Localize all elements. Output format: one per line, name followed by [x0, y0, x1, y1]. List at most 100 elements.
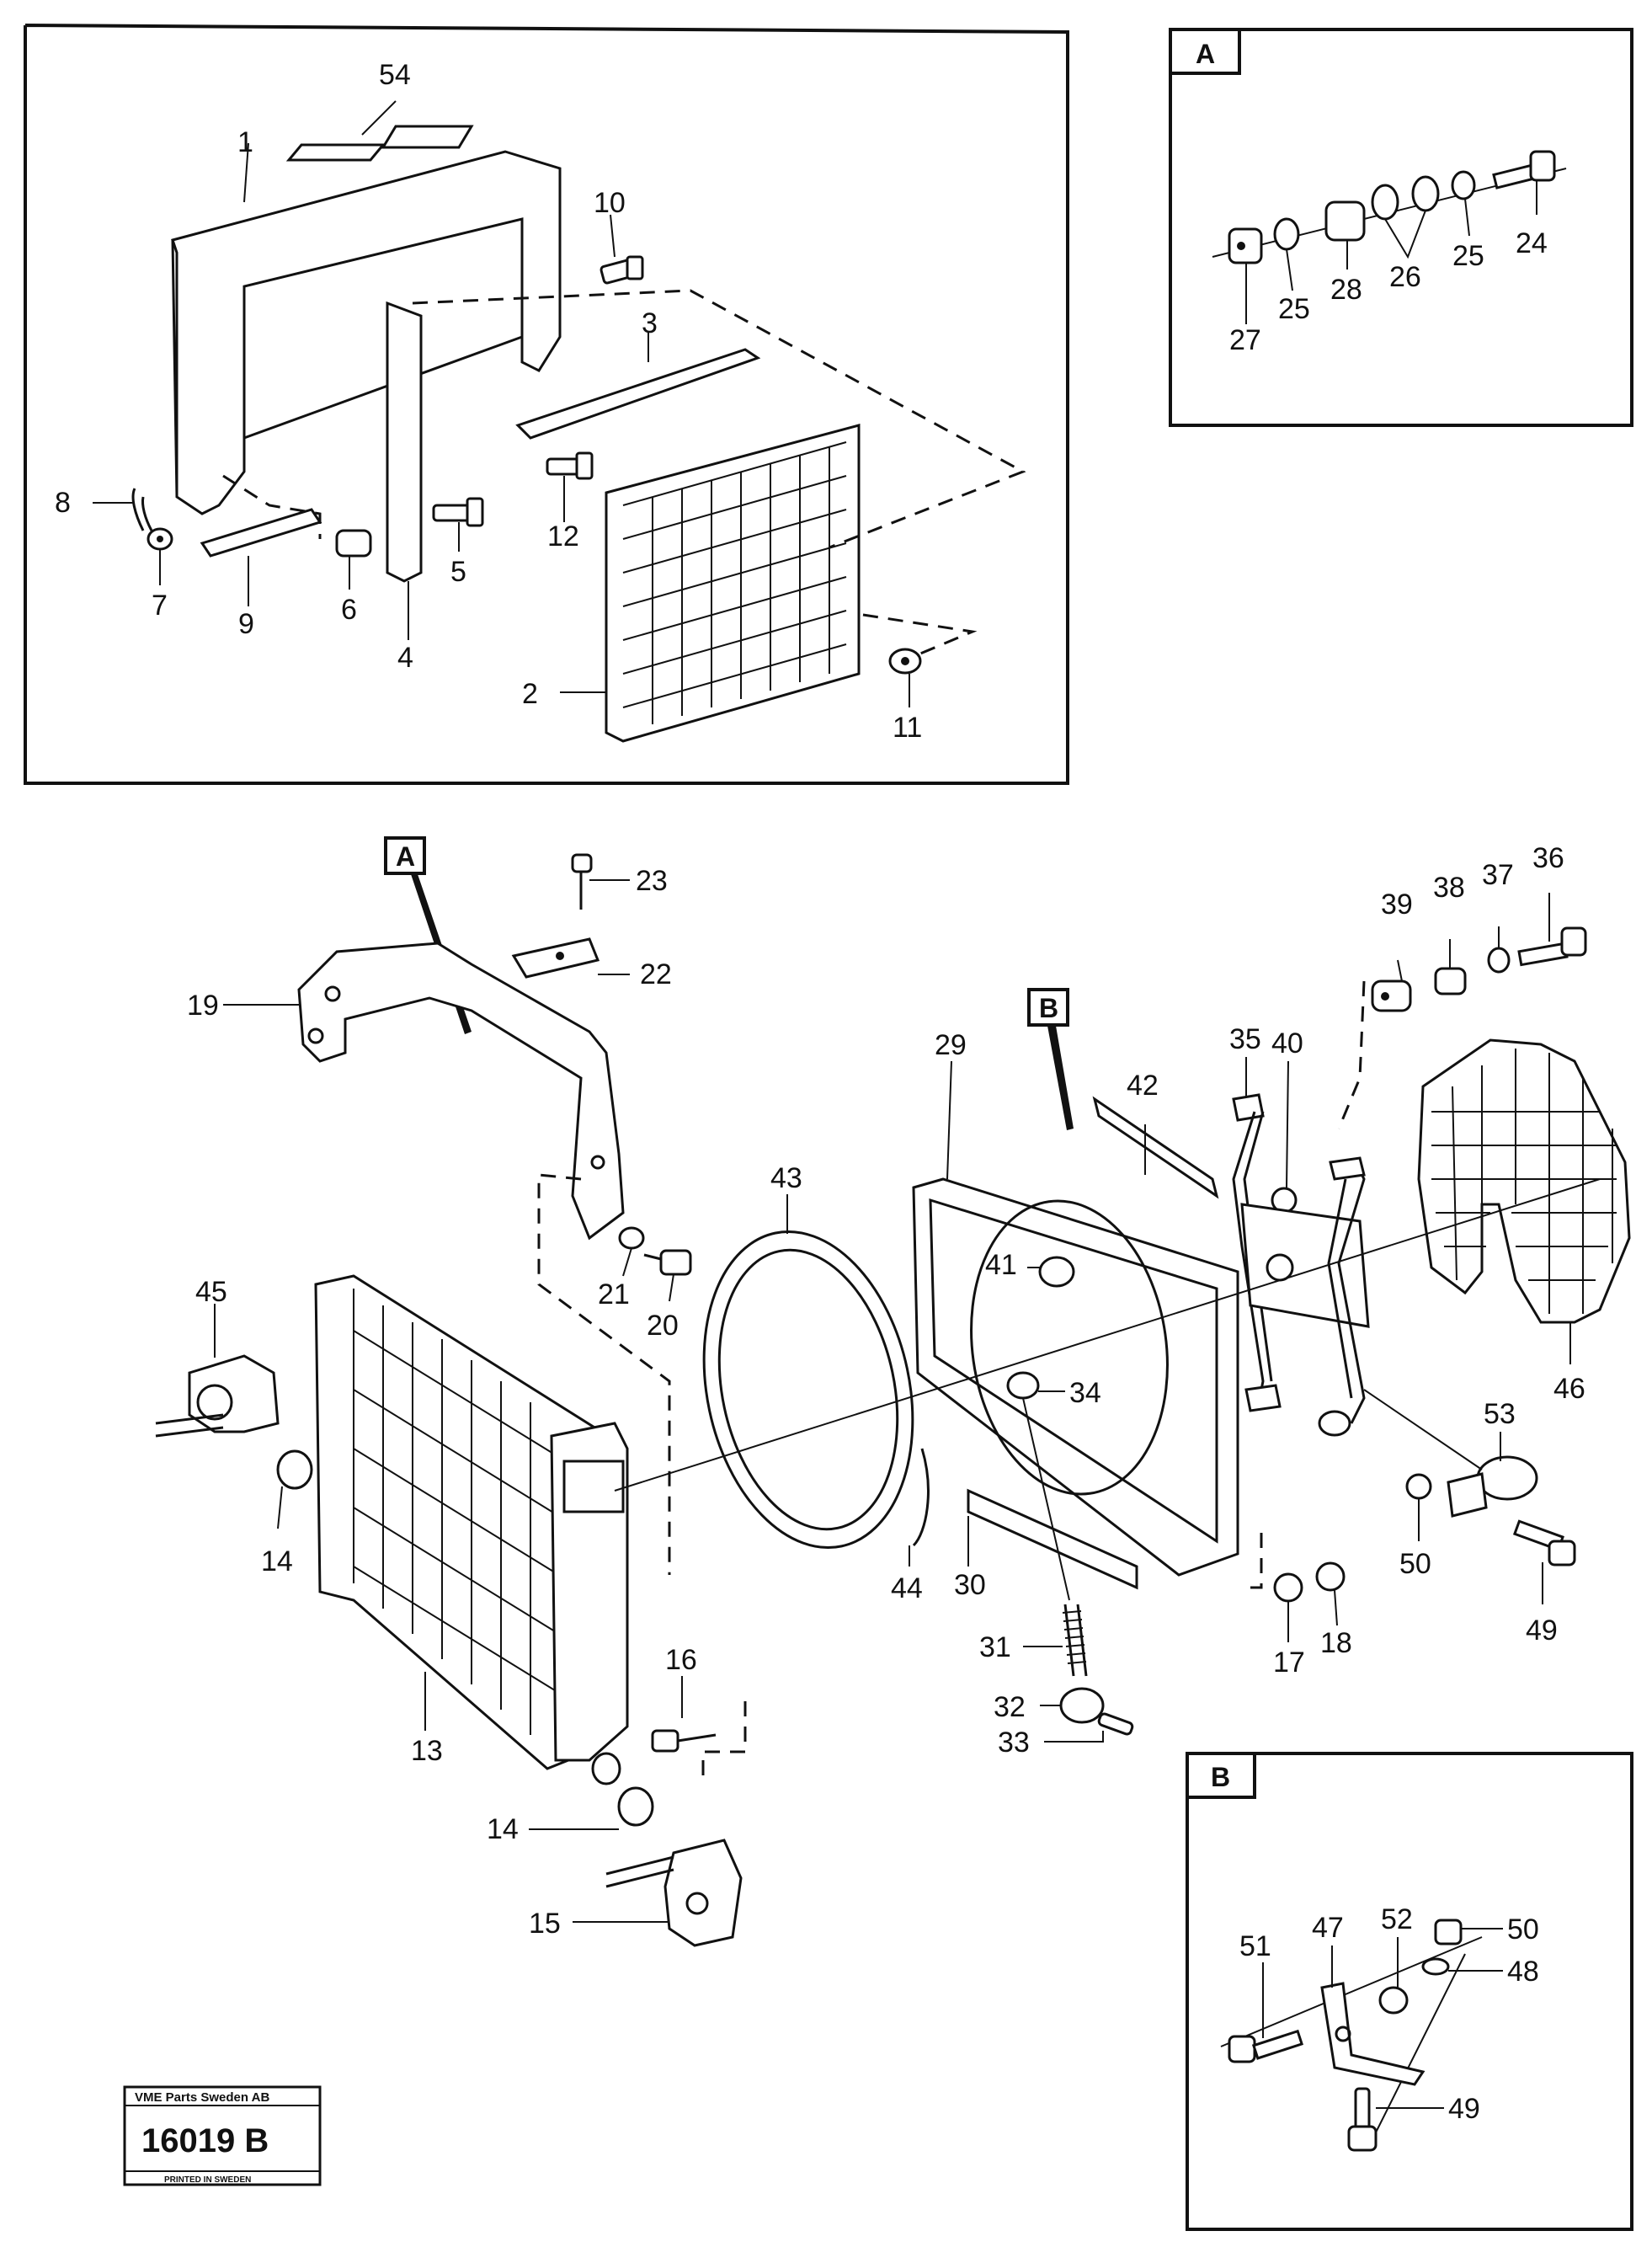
clip-22: [511, 937, 600, 979]
label-48: 48: [1507, 1956, 1539, 1988]
detail-a-tag: [1169, 28, 1241, 75]
guard-cover-bottom: [243, 335, 523, 440]
guard-cover-frame: [171, 150, 562, 515]
detail-b-panel: B 51 47 52 50 48 49: [1186, 1752, 1633, 2231]
assembly-line-shroud: [1246, 1533, 1263, 1589]
label-7: 7: [152, 590, 168, 622]
nut-11: [888, 648, 922, 675]
decal-right: [381, 125, 474, 149]
leader-54: [361, 100, 397, 136]
main-assembly-axis: [614, 1178, 1601, 1492]
assembly-line-mount: [1337, 980, 1366, 1129]
leader-18: [1334, 1589, 1338, 1626]
washer-25-right: [1451, 170, 1476, 200]
bolt-20: [643, 1249, 692, 1276]
stud-axis: [1022, 1397, 1070, 1601]
bracket-45: [155, 1354, 280, 1438]
label-9: 9: [238, 608, 254, 640]
leader-10: [610, 214, 616, 258]
bushing-28: [1324, 200, 1366, 242]
top-seal-strip: [1092, 1096, 1219, 1199]
bracket-hole-1: [324, 985, 341, 1002]
assembly-line-bracket: [537, 1173, 671, 1575]
label-2: 2: [522, 678, 538, 710]
label-19: 19: [187, 990, 219, 1022]
assembly-line-lower: [701, 1701, 747, 1777]
fan-shroud: [912, 1177, 1239, 1577]
guard-panel-frame: [24, 24, 1069, 785]
detail-a-panel: A 27 25 28 26 25 24: [1169, 28, 1633, 427]
stamp-footer: PRINTED IN SWEDEN: [164, 2175, 251, 2185]
detail-a-letter: A: [1196, 39, 1215, 69]
leader-29: [946, 1060, 952, 1180]
leader-14a: [277, 1486, 283, 1529]
radiator-fins: [353, 1289, 573, 1735]
assembly-line-top: [412, 289, 1026, 549]
grille-mesh: [622, 441, 847, 724]
label-8: 8: [55, 487, 71, 519]
label-42: 42: [1127, 1070, 1159, 1102]
leader-39: [1397, 959, 1403, 982]
label-20: 20: [647, 1310, 679, 1342]
detail-b-letter: B: [1211, 1762, 1230, 1792]
lower-seal-strip: [967, 1488, 1138, 1590]
bushing-39: [1371, 979, 1412, 1012]
label-14b: 14: [487, 1813, 519, 1845]
fan-guard: [1417, 1038, 1631, 1324]
label-33: 33: [998, 1727, 1030, 1759]
fan-guard-mesh: [1431, 1049, 1617, 1314]
nut-18: [1315, 1561, 1346, 1592]
upper-bracket: [297, 942, 625, 1241]
label-10: 10: [594, 187, 626, 219]
label-6: 6: [341, 594, 357, 626]
bolt-10: [600, 255, 644, 285]
bracket-47: [1320, 1982, 1426, 2086]
marker-a-box: [384, 836, 426, 875]
label-21: 21: [598, 1278, 630, 1310]
nut-50: [1405, 1473, 1432, 1500]
bracket-hole-3: [590, 1155, 605, 1170]
bracket-hole-2: [307, 1027, 324, 1044]
label-23: 23: [636, 865, 668, 897]
rubber-26: [1371, 175, 1440, 221]
fan-shroud-opening: [970, 1199, 1169, 1496]
label-4: 4: [397, 642, 413, 674]
label-25b: 25: [1452, 240, 1484, 272]
label-13: 13: [411, 1735, 443, 1767]
spacer-52: [1378, 1986, 1409, 2015]
stud-31: [1062, 1604, 1088, 1677]
label-44: 44: [891, 1572, 923, 1604]
label-34: 34: [1069, 1377, 1101, 1409]
label-49a: 49: [1526, 1615, 1558, 1647]
radiator-assembly: A: [155, 836, 1631, 1947]
label-26: 26: [1389, 261, 1421, 293]
leader-25a: [1286, 248, 1293, 291]
bolt-51: [1228, 2029, 1303, 2063]
bushing-38: [1434, 967, 1467, 995]
nut-32: [1059, 1687, 1105, 1724]
assembly-line-left: [222, 474, 322, 539]
bolt-36: [1517, 926, 1587, 967]
detail-a-frame: [1169, 28, 1633, 427]
detail-b-tag: [1186, 1752, 1256, 1799]
mount-bar-top: [1329, 1156, 1366, 1181]
label-40: 40: [1271, 1027, 1303, 1059]
label-31: 31: [979, 1631, 1011, 1663]
label-41: 41: [985, 1249, 1017, 1281]
label-5: 5: [450, 556, 466, 588]
label-37: 37: [1482, 859, 1514, 891]
detail-b-axis: [1220, 1936, 1483, 2047]
label-46: 46: [1553, 1373, 1585, 1405]
washer-25-left: [1273, 217, 1300, 251]
screw-23: [571, 853, 593, 910]
label-39: 39: [1381, 889, 1413, 921]
label-16: 16: [665, 1644, 697, 1676]
mount-plate: [1240, 1203, 1370, 1328]
label-50a: 50: [1399, 1548, 1431, 1580]
label-36: 36: [1532, 842, 1564, 874]
decal-left: [285, 143, 386, 162]
leader-26: [1384, 210, 1426, 259]
label-1: 1: [237, 126, 253, 158]
fan-ring-segment: [912, 1448, 930, 1547]
